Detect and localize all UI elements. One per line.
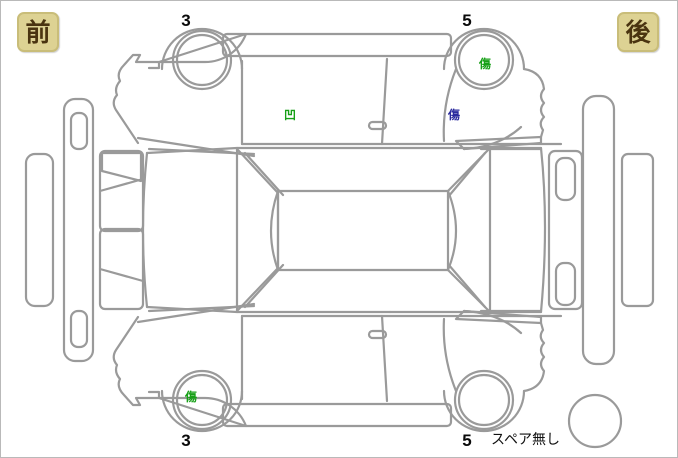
left-rear-lower-line bbox=[454, 135, 543, 151]
plan-roof-left-curve bbox=[269, 189, 280, 272]
rear-taillight-housing bbox=[547, 149, 584, 311]
right-door-handle bbox=[367, 329, 388, 340]
right-side-sill-bar bbox=[221, 402, 453, 428]
left-front-fender-profile bbox=[112, 53, 161, 145]
plan-hood-left-edge bbox=[145, 146, 392, 155]
damage-mark-scratch-front-right-wheel: 傷 bbox=[185, 390, 198, 404]
front-headlight-lens-lower bbox=[98, 267, 145, 283]
plan-windshield-inner bbox=[243, 151, 285, 197]
rear-bumper-bar bbox=[581, 94, 616, 366]
plan-roof bbox=[276, 189, 450, 272]
front-bumper-bar bbox=[24, 152, 55, 308]
front-grille-bar bbox=[62, 97, 95, 363]
direction-badge-front: 前 bbox=[17, 12, 59, 52]
plan-rear-window bbox=[446, 146, 492, 314]
wheel-front-left-inner bbox=[175, 33, 229, 87]
plan-rear-window-inner-lower bbox=[446, 262, 487, 309]
rear-panel-bar bbox=[620, 152, 655, 308]
left-door-split-2 bbox=[442, 67, 458, 143]
left-side-sill-bar bbox=[221, 32, 453, 58]
wheel-number-rear-left: 5 bbox=[462, 11, 472, 30]
right-front-wheel-arch bbox=[160, 389, 244, 433]
left-door-split-1 bbox=[380, 57, 389, 146]
plan-hood-left-edge-lower bbox=[145, 305, 392, 314]
wheel-rear-left bbox=[453, 29, 515, 91]
damage-mark-dent-left-front-door: 凹 bbox=[284, 108, 297, 122]
plan-windshield-inner-lower bbox=[243, 263, 285, 309]
right-rear-fender-profile bbox=[522, 321, 546, 393]
left-rear-wheel-arch bbox=[442, 27, 526, 71]
left-rear-fender-profile bbox=[522, 67, 546, 139]
right-front-fender-profile bbox=[112, 315, 161, 407]
spare-tire-note: スペア無し bbox=[491, 432, 561, 448]
damage-mark-scratch-rear-left-quarter: 傷 bbox=[448, 108, 461, 122]
wheel-number-front-left: 3 bbox=[181, 11, 191, 30]
front-headlight-block bbox=[98, 149, 145, 233]
plan-front-outline bbox=[141, 151, 149, 309]
wheel-front-left bbox=[171, 29, 233, 91]
rear-taillight-upper bbox=[554, 156, 577, 202]
wheel-rear-right-inner bbox=[457, 373, 511, 427]
front-headlight-block-lower bbox=[98, 227, 145, 311]
right-rear-lower-line bbox=[454, 309, 543, 325]
right-door-split-2 bbox=[442, 317, 458, 393]
damage-mark-scratch-rear-left-wheel: 傷 bbox=[479, 57, 492, 71]
left-hood-edge bbox=[157, 32, 248, 64]
front-lamp-upper bbox=[69, 111, 89, 151]
wheel-rear-right bbox=[453, 369, 515, 431]
right-rear-wheel-arch bbox=[442, 389, 526, 433]
wheel-front-right-inner bbox=[175, 373, 229, 427]
rear-taillight-lower bbox=[554, 261, 577, 307]
wheel-number-front-right: 3 bbox=[181, 431, 191, 450]
plan-roof-right-curve bbox=[446, 189, 458, 272]
plan-rear-window-inner bbox=[446, 151, 487, 199]
front-lamp-lower bbox=[69, 309, 89, 349]
wheel-rear-left-inner bbox=[457, 33, 511, 87]
spare-tire-circle bbox=[567, 393, 623, 449]
front-headlight-lens-upper bbox=[98, 177, 145, 193]
left-front-wheel-arch bbox=[160, 27, 244, 71]
plan-rear-edge bbox=[539, 146, 547, 314]
wheel-front-right bbox=[171, 369, 233, 431]
right-hood-edge bbox=[157, 396, 248, 428]
left-door-handle bbox=[367, 120, 388, 131]
direction-badge-rear: 後 bbox=[617, 12, 659, 52]
wheel-number-rear-right: 5 bbox=[462, 431, 472, 450]
front-headlight-upper bbox=[100, 151, 143, 183]
right-door-split-1 bbox=[380, 314, 389, 403]
